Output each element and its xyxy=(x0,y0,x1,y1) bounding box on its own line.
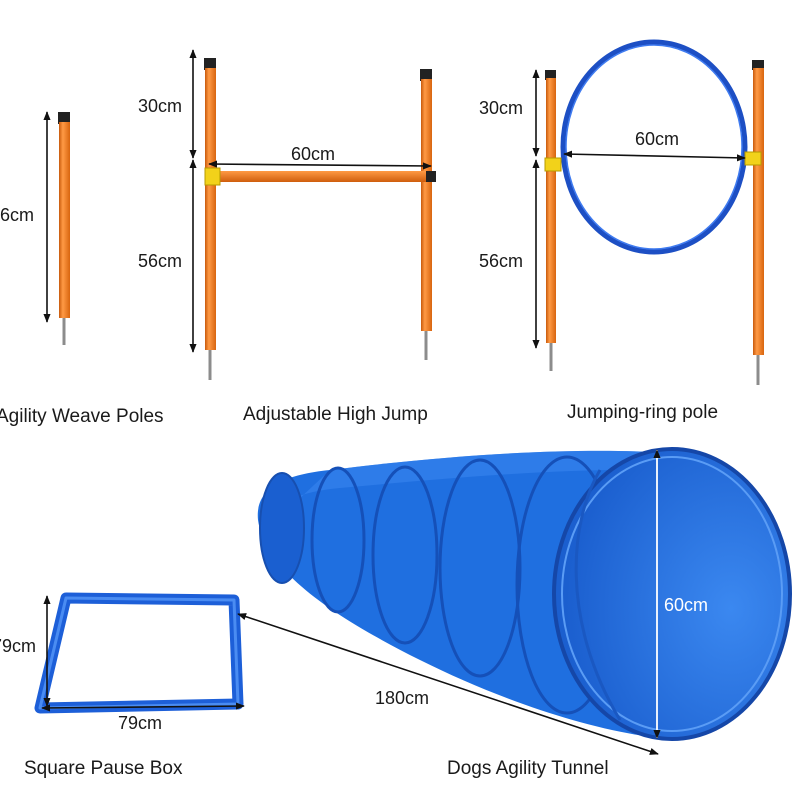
ring-diameter-label: 60cm xyxy=(635,129,680,149)
ring-top-label: 30cm xyxy=(479,98,524,118)
jumping-ring-icon xyxy=(544,39,764,385)
tunnel-length-arrow xyxy=(237,613,659,755)
tunnel-caption: Dogs Agility Tunnel xyxy=(447,758,609,779)
high-jump-caption: Adjustable High Jump xyxy=(243,404,428,425)
ring-diameter-arrow xyxy=(563,150,746,162)
tunnel-diameter-label: 60cm xyxy=(664,595,709,615)
pause-box-width-label: 79cm xyxy=(118,713,163,733)
high-jump-icon xyxy=(204,58,436,380)
high-jump-width-arrow xyxy=(208,160,432,170)
tunnel-length-label: 180cm xyxy=(375,688,430,708)
agility-tunnel-icon xyxy=(257,447,792,741)
weave-pole-icon xyxy=(58,112,70,345)
pause-box-caption: Square Pause Box xyxy=(24,758,183,779)
ring-pole-caption: Jumping-ring pole xyxy=(567,402,719,423)
pause-box-height-label: 79cm xyxy=(0,636,37,656)
weave-pole-height-label: 56cm xyxy=(0,205,35,225)
pause-box-width-arrow xyxy=(41,702,245,712)
high-jump-width-label: 60cm xyxy=(291,144,336,164)
high-jump-lower-label: 56cm xyxy=(138,251,183,271)
weave-poles-caption: Agility Weave Poles xyxy=(0,406,164,427)
ring-lower-label: 56cm xyxy=(479,251,524,271)
high-jump-top-label: 30cm xyxy=(138,96,183,116)
pause-box-icon xyxy=(34,592,244,714)
